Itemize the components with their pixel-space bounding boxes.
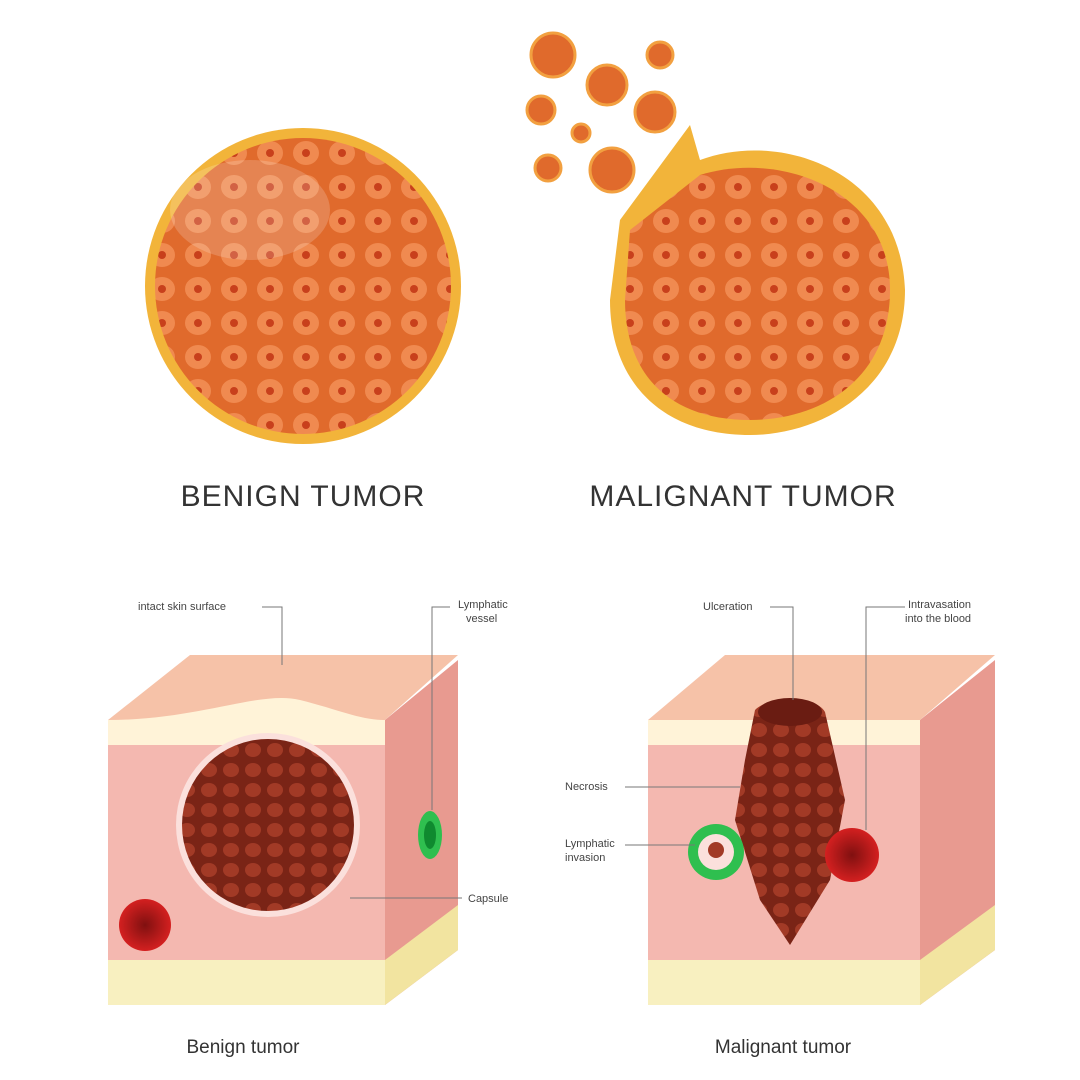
label-lymphatic-invasion-1: Lymphatic: [565, 838, 615, 850]
malignant-tumor-caption: Malignant tumor: [715, 1037, 852, 1058]
label-intravasation-1: Intravasation: [908, 599, 971, 611]
label-lymphatic-vessel-2: vessel: [466, 613, 497, 625]
malignant-tumor-illustration: [525, 31, 905, 435]
benign-leader-lines: [262, 606, 462, 899]
benign-tumor-illustration: [145, 128, 461, 444]
benign-skin-block: [108, 655, 458, 1005]
benign-tumor-caption: Benign tumor: [186, 1037, 300, 1058]
label-intravasation-2: into the blood: [905, 613, 971, 625]
label-ulceration: Ulceration: [703, 601, 753, 613]
label-lymphatic-vessel-1: Lymphatic: [458, 599, 508, 611]
label-capsule: Capsule: [468, 893, 508, 905]
malignant-leader-lines: [625, 606, 905, 846]
label-necrosis: Necrosis: [565, 781, 608, 793]
label-lymphatic-invasion-2: invasion: [565, 852, 605, 864]
malignant-skin-block: [648, 655, 995, 1005]
label-intact-skin-surface: intact skin surface: [138, 601, 226, 613]
benign-tumor-title: BENIGN TUMOR: [181, 480, 426, 513]
malignant-tumor-title: MALIGNANT TUMOR: [589, 480, 896, 513]
